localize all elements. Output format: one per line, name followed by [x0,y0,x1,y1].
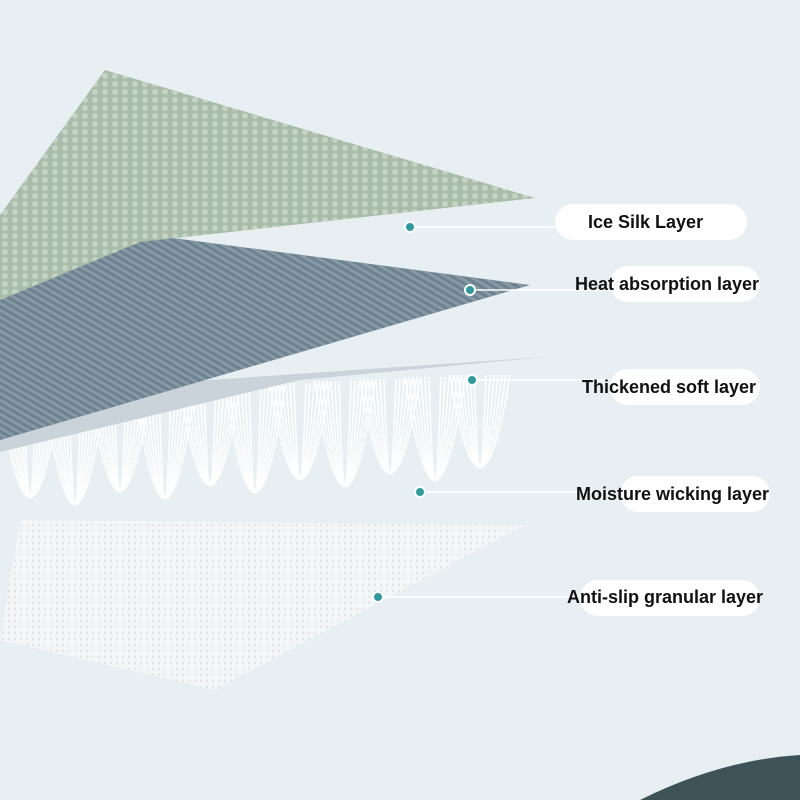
fiber-loop [314,380,376,488]
thickened-soft-layer [0,357,545,452]
label-pill-moisture-wicking [620,476,770,512]
fiber-loop [457,374,503,468]
fiber-loop [453,374,507,468]
fiber-loop [134,388,196,500]
marker-dot [414,486,426,498]
label-moisture-wicking-layer: Moisture wicking layer [576,484,770,504]
fiber-loop [404,376,466,482]
heat-absorption-layer [0,235,530,440]
fiber-loop [232,384,278,494]
anti-slip-layer [0,520,525,690]
marker-dot [404,221,416,233]
fiber-loop [322,380,368,488]
label-thickened-soft-layer: Thickened soft layer [582,377,757,397]
marker-dot [464,284,476,296]
label-pill-thickened-soft [610,369,760,405]
label-pill-ice-silk [555,204,747,240]
fiber-loop [367,378,413,474]
fiber-loop [449,374,511,468]
fiber-loop [44,392,106,506]
ice-silk-layer [0,70,535,300]
label-pill-heat-absorption [610,266,760,302]
label-pill-anti-slip [580,580,760,616]
fiber-loop [412,376,458,482]
fiber-loop [277,382,323,480]
corner-curve [640,755,800,800]
marker-dot [466,374,478,386]
fiber-loop [224,384,286,494]
label-anti-slip-granular-layer: Anti-slip granular layer [567,587,764,607]
label-ice-silk-layer: Ice Silk Layer [588,212,704,232]
marker-dot [372,591,384,603]
label-heat-absorption-layer: Heat absorption layer [575,274,760,294]
